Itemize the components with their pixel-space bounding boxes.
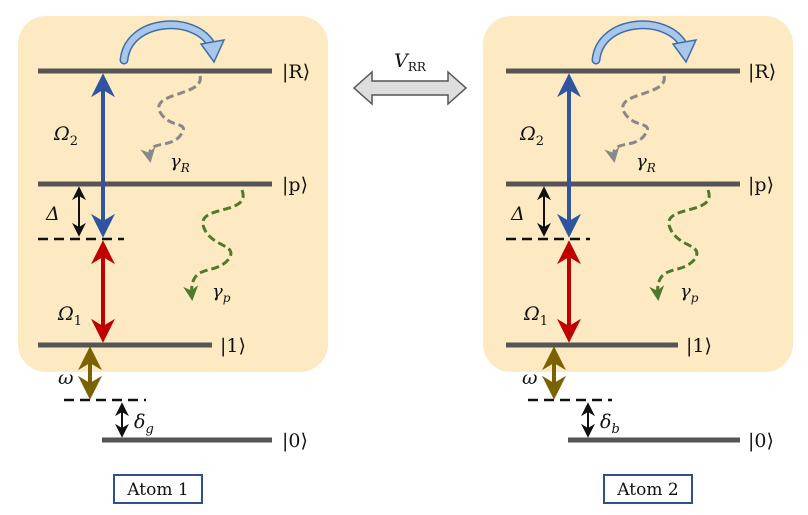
label-intermediate: |p⟩ bbox=[282, 174, 308, 196]
atom-1-label: Atom 1 bbox=[126, 480, 188, 500]
label-ground-0: |0⟩ bbox=[748, 430, 774, 452]
rydberg-loop-arrow bbox=[591, 20, 698, 65]
label-ground-1: |1⟩ bbox=[686, 335, 712, 357]
decay-intermediate-arrow bbox=[649, 189, 711, 301]
interaction-arrow-group: VRR bbox=[352, 50, 468, 106]
gamma-p-label: γp bbox=[680, 281, 699, 305]
label-ground-1: |1⟩ bbox=[220, 335, 246, 357]
detuning-label: δb bbox=[600, 411, 620, 437]
label-ground-0: |0⟩ bbox=[282, 430, 308, 452]
omega2-label: Ω2 bbox=[519, 123, 544, 149]
omega-label: ω bbox=[522, 367, 538, 389]
delta-label: Δ bbox=[45, 203, 60, 225]
label-rydberg: |R⟩ bbox=[282, 61, 310, 83]
decay-rydberg-arrow bbox=[140, 75, 202, 163]
atom-2-diagram: |R⟩ |p⟩ |1⟩ |0⟩ Ω2 Ω1 Δ γR γp ω δb Atom … bbox=[483, 16, 793, 504]
label-intermediate: |p⟩ bbox=[748, 174, 774, 196]
gamma-r-label: γR bbox=[170, 151, 190, 175]
gamma-r-label: γR bbox=[636, 151, 656, 175]
gamma-p-label: γp bbox=[212, 281, 231, 305]
interaction-label: VRR bbox=[394, 50, 427, 74]
atom-2-label: Atom 2 bbox=[616, 480, 678, 500]
omega2-label: Ω2 bbox=[53, 123, 78, 149]
label-rydberg: |R⟩ bbox=[748, 61, 776, 83]
rydberg-loop-arrow bbox=[119, 20, 226, 65]
interaction-arrow bbox=[352, 70, 468, 106]
delta-label: Δ bbox=[510, 203, 525, 225]
decay-intermediate-arrow bbox=[183, 189, 245, 301]
atom-2-label-box bbox=[603, 474, 693, 504]
omega1-label: Ω1 bbox=[57, 303, 82, 329]
atom-1-diagram: |R⟩ |p⟩ |1⟩ |0⟩ Ω2 Ω1 Δ γR γp ω δg Atom … bbox=[18, 16, 328, 504]
decay-rydberg-arrow bbox=[604, 75, 666, 163]
omega1-label: Ω1 bbox=[523, 303, 548, 329]
detuning-label: δg bbox=[134, 411, 154, 437]
omega-label: ω bbox=[58, 367, 74, 389]
atom-1-label-box bbox=[113, 474, 203, 504]
